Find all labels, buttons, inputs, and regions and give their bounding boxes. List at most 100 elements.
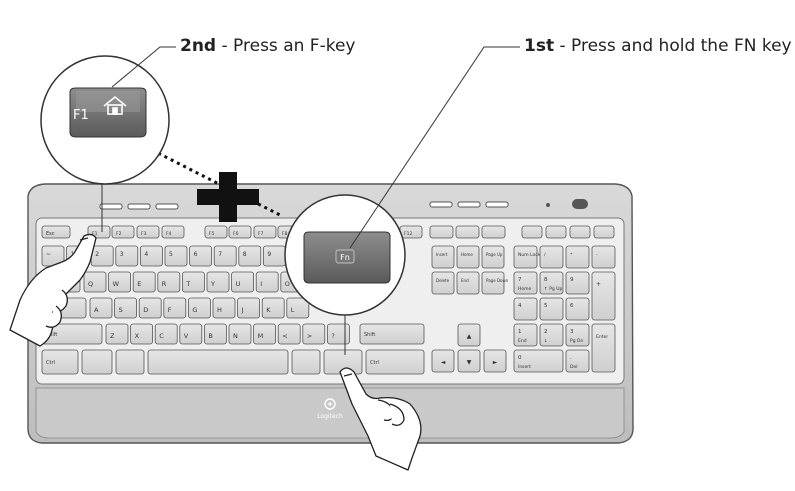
key-row-z-0: Z: [105, 323, 129, 345]
numpad-r1-2: 9: [565, 271, 590, 295]
key-k-label: K: [266, 306, 271, 314]
key-row-z-1-label: X: [135, 332, 140, 340]
key-arrow-up: ▲: [457, 323, 481, 347]
key-q: Q: [83, 271, 107, 293]
key-num-2-label: 2: [95, 251, 99, 258]
numpad-top-3: -: [591, 245, 616, 269]
numpad-r2-2-label: 6: [570, 303, 574, 309]
key-windows: [81, 349, 113, 375]
numpad-zero-label: 0: [518, 355, 522, 361]
key-f12-label: F12: [404, 231, 412, 237]
key-esc: Esc: [41, 225, 71, 239]
key-arrow-down-label: ▼: [467, 359, 472, 366]
numpad-top-2-label: *: [570, 252, 573, 258]
key-alt-left: [115, 349, 145, 375]
key-row-z-2-label: C: [159, 332, 164, 340]
key-nav-bottom-1: End: [456, 271, 480, 295]
key-r-label: R: [162, 280, 167, 288]
key-f4: F4: [161, 225, 185, 239]
key-f5: F5: [204, 225, 228, 239]
key-num-7-label: 7: [218, 251, 222, 258]
key-shift-right: Shift: [359, 323, 425, 345]
key-arrow-left: ◄: [431, 349, 455, 373]
key-s-label: S: [119, 306, 123, 314]
numpad-r2-2: 6: [565, 297, 590, 321]
key-nav-bottom-1-label: End: [461, 278, 469, 283]
key-system-2: [455, 225, 480, 239]
key-nav-bottom-2: Page Down: [481, 271, 509, 295]
key-row-z-9: ?: [326, 323, 350, 345]
zoom-fn-label: Fn: [340, 253, 350, 262]
key-g-label: G: [192, 306, 197, 314]
key-f1-label: F1: [92, 231, 98, 237]
key-num-9: 9: [262, 245, 286, 267]
key-h-label: H: [217, 306, 222, 314]
key-f12: F12: [399, 225, 423, 239]
key-row-z-6: M: [253, 323, 277, 345]
key-row-z-4: B: [203, 323, 227, 345]
key-media-2: [545, 225, 567, 239]
key-f2-label: F2: [116, 231, 122, 237]
key-l: L: [286, 297, 310, 319]
callout-step-1-number: 1st: [524, 36, 555, 56]
key-t: T: [181, 271, 205, 293]
key-o-label: O: [285, 280, 290, 288]
home-icon: [103, 95, 127, 115]
key-f3: F3: [136, 225, 160, 239]
numpad-dot-label: .: [570, 355, 572, 361]
key-arrow-right-label: ►: [493, 359, 498, 366]
key-f2: F2: [111, 225, 135, 239]
key-media-4: [593, 225, 615, 239]
key-shift-right-label: Shift: [364, 332, 375, 338]
numpad-r3-0-label: 1: [518, 329, 522, 335]
key-e-label: E: [137, 280, 141, 288]
key-nav-top-2-label: Page Up: [486, 252, 503, 257]
key-system-1: [429, 225, 454, 239]
key-arrow-right: ►: [483, 349, 507, 373]
key-arrow-left-label: ◄: [441, 359, 446, 366]
key-f5-label: F5: [209, 231, 215, 237]
leader-line-1st: [349, 46, 520, 249]
key-l-label: L: [291, 306, 295, 314]
key-alt-right: [291, 349, 321, 375]
numpad-r3-1-sublabel: ↓: [544, 338, 548, 344]
key-space: [147, 349, 289, 375]
key-arrow-down: ▼: [457, 349, 481, 373]
key-f7-label: F7: [258, 231, 264, 237]
key-ctrl-right-label: Ctrl: [370, 360, 379, 366]
numpad-r1-0-sublabel: Home: [518, 286, 532, 292]
key-row-z-5-label: N: [233, 332, 238, 340]
key-nav-bottom-0-label: Delete: [436, 278, 450, 283]
leader-line-2nd: [111, 46, 176, 88]
key-w: W: [108, 271, 131, 293]
key-d-label: D: [143, 306, 148, 314]
numpad-top-0: Num Lock: [513, 245, 541, 269]
plus-icon: [197, 172, 259, 222]
brand-text: Logitech: [317, 413, 343, 420]
key-a-label: A: [94, 306, 99, 314]
key-ctrl-left: Ctrl: [41, 349, 79, 375]
key-i-label: I: [260, 280, 262, 288]
key-shift-left-label: Shift: [46, 332, 57, 338]
key-system-3: [481, 225, 506, 239]
logitech-logo: Logitech: [317, 398, 343, 420]
numpad-top-1: /: [539, 245, 564, 269]
key-k: K: [261, 297, 285, 319]
key-num-5: 5: [164, 245, 188, 267]
key-f-label: F: [168, 306, 172, 314]
key-media-3: [569, 225, 591, 239]
numpad-dot-sublabel: Del: [570, 364, 577, 370]
key-a: A: [89, 297, 113, 319]
numpad-r2-0: 4: [513, 297, 538, 321]
key-num-4-label: 4: [144, 251, 148, 258]
key-f3-label: F3: [141, 231, 147, 237]
numpad-r3-1-label: 2: [544, 329, 548, 335]
numpad-r1-1-label: 8: [544, 277, 548, 283]
numpad-top-2: *: [565, 245, 590, 269]
numpad-r2-1: 5: [539, 297, 564, 321]
key-f8-label: F8: [282, 231, 288, 237]
